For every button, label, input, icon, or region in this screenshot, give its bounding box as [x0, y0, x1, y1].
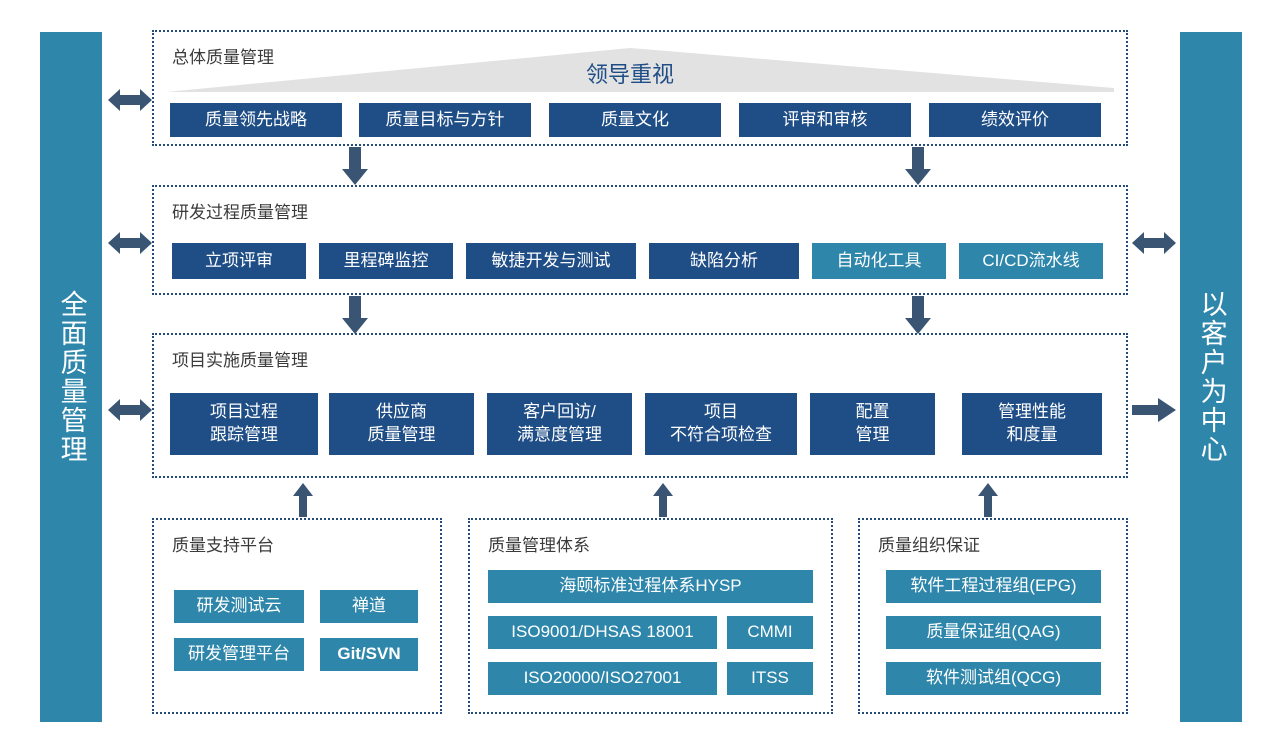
up-arrow-icon-management-system	[652, 483, 674, 517]
chip-itss[interactable]: ITSS	[727, 662, 813, 695]
down-arrow-icon-s2-s3-right	[903, 296, 933, 334]
chip-review-and-audit[interactable]: 评审和审核	[739, 103, 911, 137]
bidirectional-arrow-icon-right-row2	[1132, 228, 1176, 258]
chip-software-engineering-process-group-epg[interactable]: 软件工程过程组(EPG)	[886, 570, 1101, 603]
panel-title-project-implementation-quality-management: 项目实施质量管理	[172, 351, 308, 370]
chip-cmmi[interactable]: CMMI	[727, 616, 813, 649]
chip-agile-development-and-testing[interactable]: 敏捷开发与测试	[466, 243, 636, 279]
chip-supplier-quality-management[interactable]: 供应商 质量管理	[329, 393, 474, 455]
chip-milestone-monitoring[interactable]: 里程碑监控	[319, 243, 453, 279]
chip-project-nonconformity-check[interactable]: 项目 不符合项检查	[645, 393, 797, 455]
chip-quality-goals-and-policy[interactable]: 质量目标与方针	[359, 103, 531, 137]
chip-software-test-group-qcg[interactable]: 软件测试组(QCG)	[886, 662, 1101, 695]
chip-quality-culture[interactable]: 质量文化	[549, 103, 721, 137]
chip-haiyi-standard-process-system-hysp[interactable]: 海颐标准过程体系HYSP	[488, 570, 813, 603]
chip-iso20000-iso27001[interactable]: ISO20000/ISO27001	[488, 662, 717, 695]
chip-zentao[interactable]: 禅道	[320, 590, 418, 623]
chip-quality-leading-strategy[interactable]: 质量领先战略	[170, 103, 342, 137]
chip-git-svn[interactable]: Git/SVN	[320, 638, 418, 671]
panel-title-quality-organization-assurance: 质量组织保证	[878, 536, 980, 555]
bidirectional-arrow-icon-left-row1	[108, 85, 152, 115]
up-arrow-icon-support-platform	[292, 483, 314, 517]
chip-quality-assurance-group-qag[interactable]: 质量保证组(QAG)	[886, 616, 1101, 649]
side-bar-left-total-quality-management: 全面质量管理	[40, 32, 102, 722]
leadership-banner-shape	[166, 48, 1114, 92]
panel-title-rd-process-quality-management: 研发过程质量管理	[172, 203, 308, 222]
right-arrow-icon-right-row3	[1132, 395, 1176, 425]
panel-title-overall-quality-management: 总体质量管理	[172, 48, 274, 67]
chip-rd-management-platform[interactable]: 研发管理平台	[174, 638, 304, 671]
up-arrow-icon-organization-assurance	[977, 483, 999, 517]
panel-title-quality-management-system: 质量管理体系	[488, 536, 590, 555]
chip-project-initiation-review[interactable]: 立项评审	[172, 243, 306, 279]
chip-customer-revisit-satisfaction-management[interactable]: 客户回访/ 满意度管理	[487, 393, 632, 455]
side-bar-right-customer-centric: 以客户为中心	[1180, 32, 1242, 722]
down-arrow-icon-s1-s2-left	[340, 147, 370, 185]
panel-title-quality-support-platform: 质量支持平台	[172, 536, 274, 555]
chip-cicd-pipeline[interactable]: CI/CD流水线	[959, 243, 1103, 279]
leadership-banner-label: 领导重视	[586, 62, 675, 87]
chip-defect-analysis[interactable]: 缺陷分析	[649, 243, 799, 279]
chip-performance-evaluation[interactable]: 绩效评价	[929, 103, 1101, 137]
chip-iso9001-dhsas-18001[interactable]: ISO9001/DHSAS 18001	[488, 616, 717, 649]
chip-project-process-tracking-management[interactable]: 项目过程 跟踪管理	[170, 393, 318, 455]
chip-configuration-management[interactable]: 配置 管理	[810, 393, 935, 455]
chip-management-performance-and-metrics[interactable]: 管理性能 和度量	[962, 393, 1102, 455]
down-arrow-icon-s2-s3-left	[340, 296, 370, 334]
chip-rd-test-cloud[interactable]: 研发测试云	[174, 590, 304, 623]
chip-automation-tools[interactable]: 自动化工具	[812, 243, 946, 279]
bidirectional-arrow-icon-left-row2	[108, 228, 152, 258]
bidirectional-arrow-icon-left-row3	[108, 395, 152, 425]
down-arrow-icon-s1-s2-right	[903, 147, 933, 185]
